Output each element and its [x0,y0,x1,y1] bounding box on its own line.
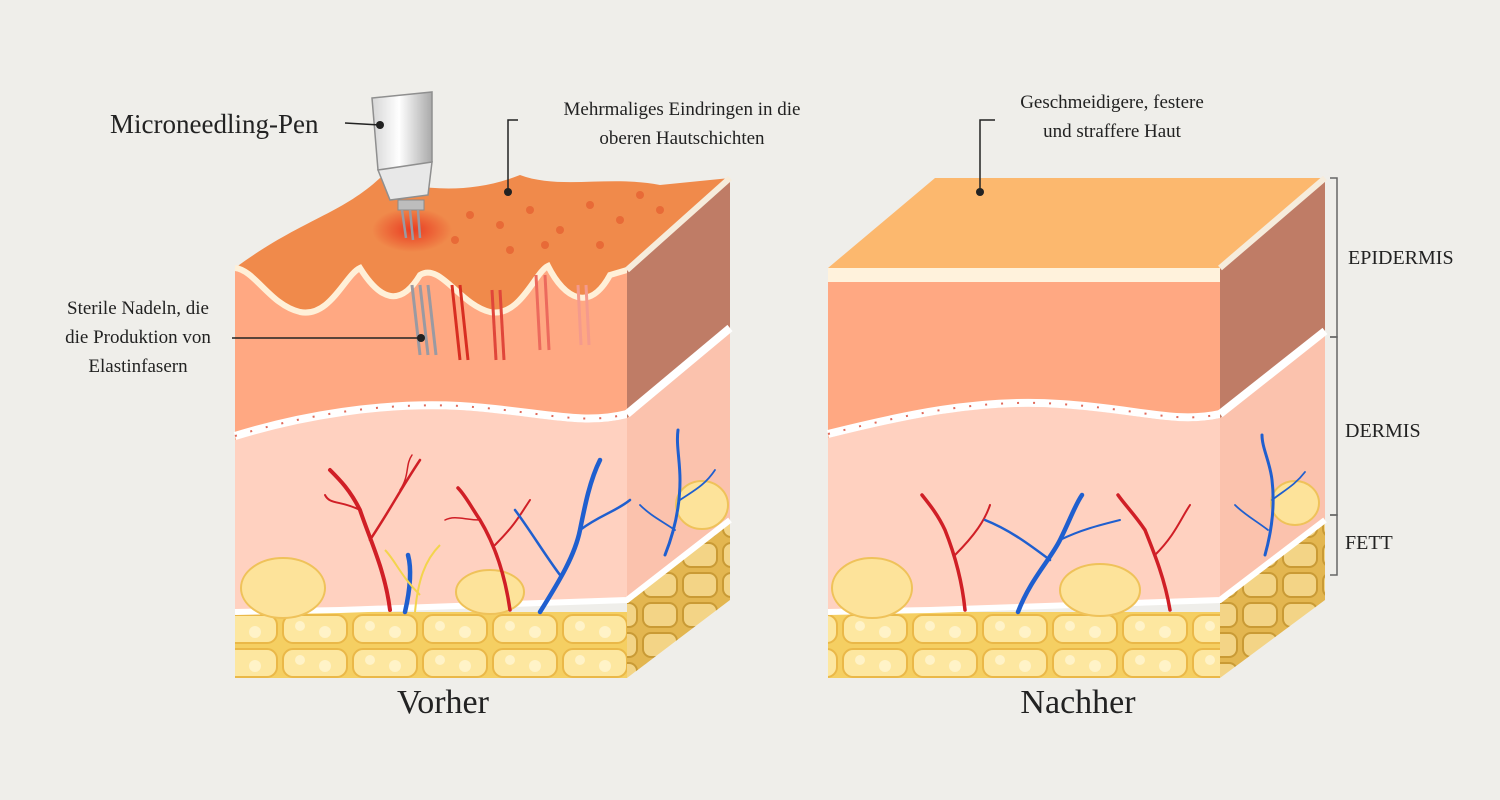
fat-globules [240,480,729,619]
needles-label-line3: Elastinfasern [88,356,188,377]
epidermis-label: EPIDERMIS [1348,247,1454,269]
epidermis-front-after [828,282,1220,438]
dermis-front [235,409,627,612]
fat-layer-side [627,520,730,678]
penetration-label-line1: Mehrmaliges Eindringen in die [564,99,801,120]
arteries [324,454,531,612]
smooth-top-surface [828,178,1325,268]
stratum-corneum-after [828,268,1220,282]
basement-membrane [233,401,628,440]
needles-label-line2: die Produktion von [65,327,211,348]
dermis-bracket [1330,336,1338,516]
skin-block-before [233,175,733,678]
fat-label: FETT [1345,532,1393,554]
dermis-label: DERMIS [1345,420,1421,442]
epidermis-front [235,266,627,440]
microneedling-pen [371,91,433,241]
result-label-line1: Geschmeidigere, festere [1020,92,1204,113]
fat-layer-side-after [1220,520,1325,678]
dermis-side-after [1220,335,1325,600]
needles-label-line1: Sterile Nadeln, die [67,298,209,319]
needles-penetrating [410,284,438,356]
fat-layer-front-after [828,612,1220,678]
layer-brackets [1330,177,1338,576]
callout-penetration: Mehrmaliges Eindringen in die oberen Hau… [504,99,800,196]
callout-pen: Microneedling-Pen [110,109,381,139]
side-top-edge-after [1218,175,1327,271]
pen-label: Microneedling-Pen [110,109,319,139]
dermis-front-after [828,406,1220,612]
after-caption: Nachher [1020,684,1136,721]
veins [402,428,716,615]
fat-layer-front [235,612,627,678]
nerves [384,544,441,613]
callout-needles: Sterile Nadeln, die die Produktion von E… [65,298,425,377]
result-label-line2: und straffere Haut [1043,121,1182,142]
penetration-label-line2: oberen Hautschichten [599,128,765,149]
fat-globules-after [831,480,1320,619]
veins-after [983,433,1306,615]
epidermis-bracket [1330,177,1338,338]
skin-block-after [827,175,1328,678]
side-membrane-after [1217,327,1328,418]
side-top-edge [625,175,732,273]
epidermis-edge-highlight [234,262,628,316]
side-membrane [624,324,733,418]
needle-channels [450,274,591,361]
puncture-dots [451,191,664,254]
membrane-cells-after [827,401,1221,435]
arteries-after [920,493,1191,612]
fat-bracket [1330,514,1338,576]
before-caption: Vorher [397,684,490,721]
callout-result: Geschmeidigere, festere und straffere Ha… [976,92,1204,196]
